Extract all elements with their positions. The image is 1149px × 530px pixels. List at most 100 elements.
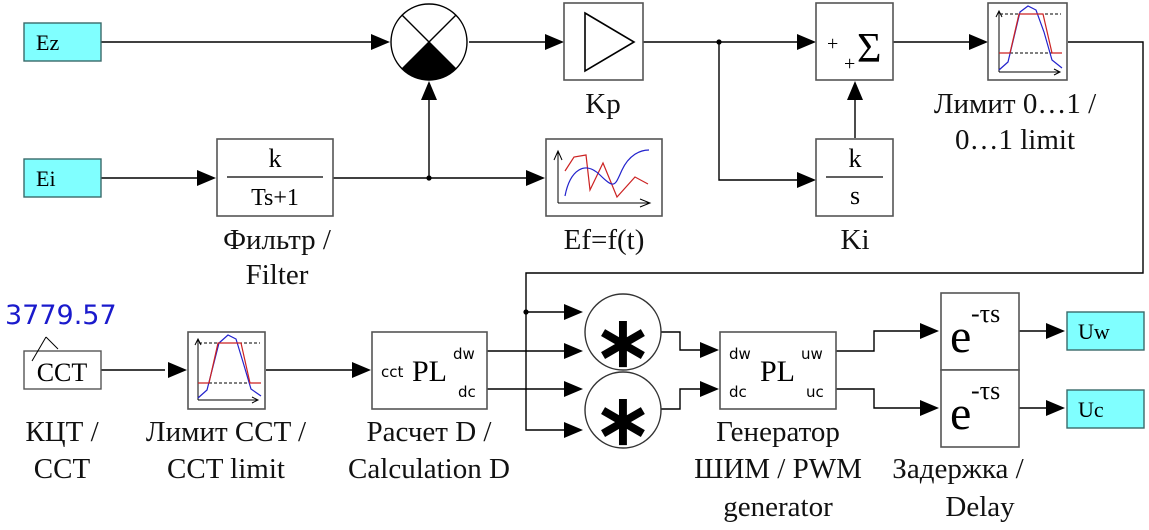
pwm-port-uc: uc — [806, 383, 824, 401]
wire-mult2-pwm — [661, 388, 700, 410]
wire-pwm-delay1 — [836, 330, 920, 352]
pwm-caption-line2: ШИМ / PWM — [694, 453, 862, 485]
filter-caption-line2: Filter — [246, 259, 309, 291]
pwm-caption-line3: generator — [723, 491, 833, 523]
limit-01-caption-line2: 0…1 limit — [955, 124, 1075, 156]
pwm-port-dw: dw — [729, 345, 751, 363]
cct-limit-caption-line1: Лимит CCT / — [146, 416, 307, 448]
junction-dot — [426, 175, 432, 181]
multiplier-block-1[interactable]: ∗ — [584, 293, 662, 382]
filter-denominator: Ts+1 — [251, 185, 299, 211]
input-ez-label: Ez — [36, 30, 59, 55]
arrow-icon — [969, 34, 988, 50]
cct-limit-block[interactable] — [187, 331, 266, 410]
pwm-port-dc: dc — [729, 383, 747, 401]
scope-plot-icon — [553, 149, 652, 208]
sum-sign-2: + — [844, 53, 855, 75]
calc-d-caption-line2: Calculation D — [348, 453, 510, 485]
calc-d-center: PL — [412, 355, 447, 388]
pwm-generator-block[interactable]: dw dc PL uw uc — [719, 331, 837, 410]
delay-base: e — [950, 310, 971, 363]
scope-caption: Ef=f(t) — [564, 224, 645, 256]
arrow-icon — [1046, 323, 1065, 339]
kp-gain-block[interactable] — [563, 2, 644, 81]
comparator-minus-sector — [402, 42, 456, 81]
arrow-icon — [847, 81, 863, 100]
arrowheads — [168, 34, 1065, 438]
multiplier-block-2[interactable]: ∗ — [584, 371, 662, 460]
cct-readout: 3779.57 — [5, 300, 117, 331]
kp-caption: Kp — [585, 88, 620, 120]
limit-01-block[interactable] — [987, 2, 1068, 81]
cct-source-block[interactable]: CCT — [23, 336, 102, 390]
arrow-icon — [920, 323, 939, 339]
wire-branch-ki — [718, 42, 800, 181]
limit-01-caption-line1: Лимит 0…1 / — [934, 88, 1097, 120]
arrow-icon — [352, 362, 371, 378]
calc-d-port-dw: dw — [453, 345, 475, 363]
sum-sign-1: + — [827, 33, 838, 55]
ki-caption: Ki — [841, 224, 870, 256]
gain-triangle-icon — [584, 11, 636, 73]
cct-label: CCT — [37, 358, 88, 387]
output-uw[interactable]: Uw — [1066, 311, 1145, 351]
pwm-center: PL — [760, 355, 795, 388]
filter-block[interactable]: k Ts+1 — [216, 138, 334, 217]
ki-denominator: s — [850, 181, 860, 210]
saturation-plot-icon — [194, 334, 262, 404]
calc-d-port-cct: cct — [381, 363, 403, 381]
wire-limit-feedback — [525, 41, 1144, 431]
arrow-icon — [197, 170, 216, 186]
calc-d-port-dc: dc — [458, 383, 476, 401]
pwm-caption-line1: Генератор — [716, 416, 840, 448]
delay-block-2[interactable]: e -τs — [940, 369, 1020, 448]
comparator-block[interactable] — [390, 3, 468, 81]
filter-caption-line1: Фильтр / — [223, 224, 332, 256]
filter-numerator: k — [269, 144, 282, 173]
delay-base: e — [950, 387, 971, 440]
junction-dot — [523, 309, 529, 315]
delay-caption-line2: Delay — [945, 491, 1015, 523]
multiply-icon: ∗ — [594, 305, 653, 382]
arrow-icon — [371, 34, 390, 50]
arrow-icon — [545, 34, 564, 50]
wires — [101, 39, 1144, 431]
pwm-port-uw: uw — [801, 345, 823, 363]
cct-caption-line1: КЦТ / — [25, 416, 99, 448]
wire-mult1-pwm — [661, 331, 700, 351]
ki-integrator-block[interactable]: k s — [815, 138, 894, 217]
input-ei-label: Ei — [36, 166, 56, 191]
input-ei[interactable]: Ei — [23, 158, 102, 198]
cct-caption-line2: CCT — [34, 453, 91, 485]
arrow-icon — [564, 381, 583, 397]
ki-numerator: k — [849, 144, 862, 173]
input-ez[interactable]: Ez — [23, 22, 102, 62]
scope-block[interactable] — [545, 138, 663, 217]
arrow-icon — [564, 343, 583, 359]
sum-block[interactable]: + + Σ — [815, 2, 894, 81]
cct-pointer-icon — [31, 336, 47, 362]
output-uc-label: Uc — [1078, 397, 1104, 422]
arrow-icon — [700, 381, 719, 397]
junction-dot — [716, 39, 722, 45]
delay-caption-line1: Задержка / — [892, 453, 1024, 485]
arrow-icon — [564, 422, 583, 438]
sigma-icon: Σ — [857, 26, 881, 72]
calc-d-block[interactable]: cct PL dw dc — [371, 331, 488, 410]
wire-pwm-delay2 — [836, 388, 920, 409]
cct-limit-caption-line2: CCT limit — [167, 453, 285, 485]
saturation-plot-icon — [995, 5, 1063, 76]
arrow-icon — [526, 170, 545, 186]
arrow-icon — [168, 362, 187, 378]
arrow-icon — [797, 34, 816, 50]
delay-exponent: -τs — [971, 376, 1000, 405]
delay-block-1[interactable]: e -τs — [940, 292, 1020, 371]
arrow-icon — [1046, 400, 1065, 416]
arrow-icon — [564, 304, 583, 320]
arrow-icon — [421, 81, 437, 100]
output-uw-label: Uw — [1078, 319, 1110, 344]
calc-d-caption-line1: Расчет D / — [367, 416, 493, 448]
output-uc[interactable]: Uc — [1066, 389, 1145, 429]
arrow-icon — [797, 172, 816, 188]
multiply-icon: ∗ — [594, 383, 653, 460]
